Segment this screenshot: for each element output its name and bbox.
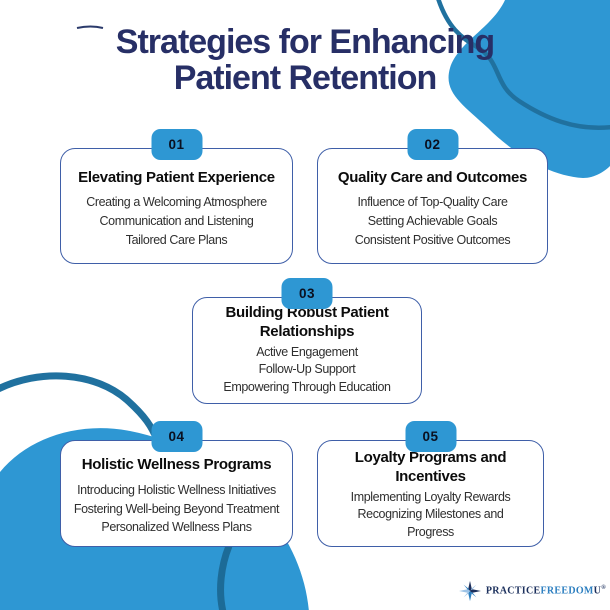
card-item: Introducing Holistic Wellness Initiative…: [77, 482, 276, 497]
card-title: Building Robust Patient Relationships: [225, 304, 389, 340]
logo-word-freedom: FREEDOM: [540, 585, 594, 597]
card-item: Consistent Positive Outcomes: [354, 232, 511, 247]
strategy-card-2: 02 Quality Care and Outcomes Influence o…: [317, 129, 548, 264]
page-title-line2: Patient Retention: [173, 59, 438, 98]
card-item: Active Engagement: [256, 344, 358, 359]
card-item: Influence of Top-Quality Care: [357, 195, 508, 210]
top-left-dash: [76, 25, 104, 29]
card-item: Empowering Through Education: [223, 380, 391, 395]
step-number-badge: 04: [151, 421, 202, 452]
bottom-left-curve-line: [0, 372, 161, 444]
card-item: Creating a Welcoming Atmosphere: [86, 195, 267, 210]
top-right-blob: [448, 0, 610, 178]
card-items: Creating a Welcoming Atmosphere Communic…: [86, 193, 267, 249]
card-items: Introducing Holistic Wellness Initiative…: [73, 481, 280, 537]
step-number-badge: 05: [405, 421, 456, 452]
card-title: Loyalty Programs and Incentives: [354, 449, 507, 485]
card-title: Holistic Wellness Programs: [81, 456, 272, 473]
strategy-card-1: 01 Elevating Patient Experience Creating…: [60, 129, 293, 264]
card-item: Recognizing Milestones and Progress: [357, 507, 504, 540]
card-item: Implementing Loyalty Rewards: [350, 489, 511, 504]
card-item: Follow-Up Support: [258, 362, 356, 377]
card-items: Influence of Top-Quality Care Setting Ac…: [355, 193, 511, 249]
logo-word-practice: PRACTICE: [485, 585, 541, 597]
card-item: Communication and Listening: [99, 214, 254, 228]
step-number-badge: 03: [281, 278, 333, 309]
logo-wordmark: PRACTICEFREEDOMU®: [486, 585, 606, 596]
strategy-card-4: 04 Holistic Wellness Programs Introducin…: [60, 421, 293, 547]
card-item: Personalized Wellness Plans: [101, 520, 252, 535]
strategy-card-5: 05 Loyalty Programs and Incentives Imple…: [317, 421, 544, 547]
page-title-line1: Strategies for Enhancing: [115, 23, 495, 61]
practice-freedom-logo: PRACTICEFREEDOMU®: [457, 580, 606, 602]
strategy-card-3: 03 Building Robust Patient Relationships…: [192, 278, 422, 404]
card-item: Tailored Care Plans: [125, 232, 228, 247]
card-title: Quality Care and Outcomes: [337, 168, 528, 186]
logo-word-u: U: [593, 585, 602, 597]
card-item: Fostering Well-being Beyond Treatment: [73, 501, 280, 516]
compass-star-icon: [458, 580, 481, 602]
card-items: Implementing Loyalty Rewards Recognizing…: [334, 489, 527, 542]
top-right-curve-line: [436, 0, 610, 130]
step-number-badge: 02: [407, 129, 458, 160]
step-number-badge: 01: [151, 129, 202, 160]
card-items: Active Engagement Follow-Up Support Empo…: [223, 344, 391, 397]
bottom-curve-segment: [217, 544, 233, 610]
page-title: Strategies for Enhancing Patient Retenti…: [0, 24, 610, 97]
card-title: Elevating Patient Experience: [78, 168, 275, 186]
card-item: Setting Achievable Goals: [367, 214, 498, 228]
trademark-symbol: ®: [601, 585, 606, 592]
